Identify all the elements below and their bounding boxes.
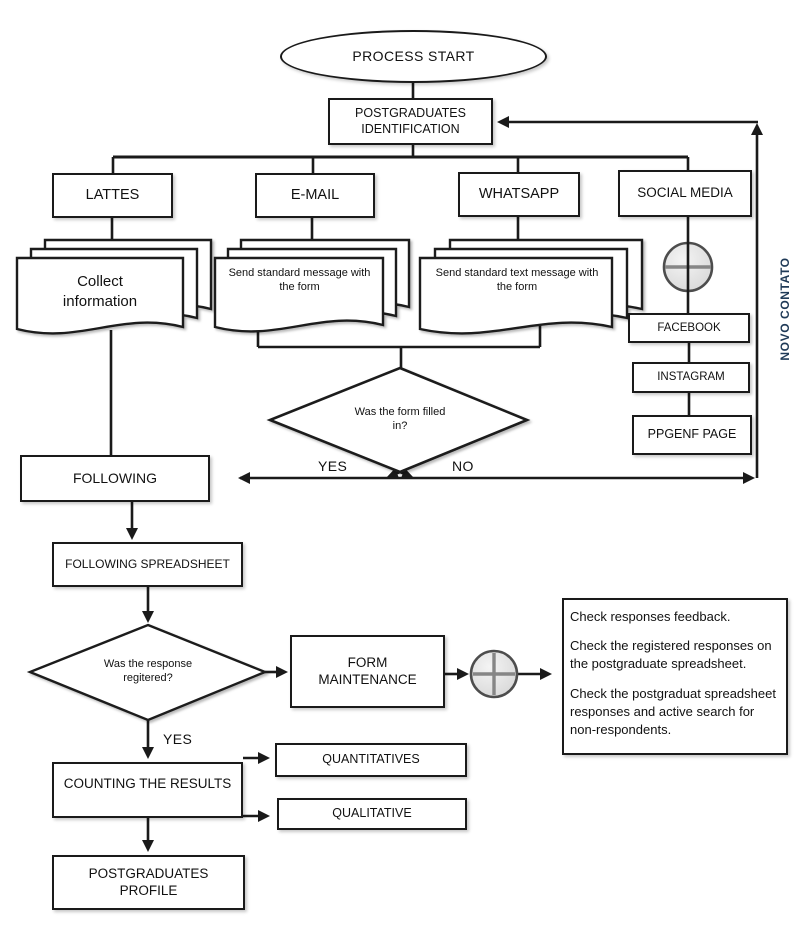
collect-information-label: Collect information xyxy=(62,273,138,310)
email-node: E-MAIL xyxy=(255,173,375,218)
process-start-node: PROCESS START xyxy=(280,30,547,83)
decision-diamonds xyxy=(26,366,531,722)
no-label-1: NO xyxy=(452,458,474,474)
counting-results-node: COUNTING THE RESULTS xyxy=(52,762,243,818)
lattes-node: LATTES xyxy=(52,173,173,218)
instagram-node: INSTAGRAM xyxy=(632,362,750,393)
following-label: FOLLOWING xyxy=(72,469,157,486)
check-note-3: Check the postgraduat spreadsheet respon… xyxy=(570,685,776,737)
lattes-label: LATTES xyxy=(85,187,140,204)
quantitatives-node: QUANTITATIVES xyxy=(275,743,467,777)
ppgenf-page-node: PPGENF PAGE xyxy=(632,415,752,455)
following-node: FOLLOWING xyxy=(20,455,210,502)
send-standard-message-label: Send standard message with the form xyxy=(228,267,371,294)
quantitatives-label: QUANTITATIVES xyxy=(322,752,420,767)
facebook-label: FACEBOOK xyxy=(657,321,721,334)
yes-label-1: YES xyxy=(318,458,348,474)
following-spreadsheet-label: FOLLOWING SPREADSHEET xyxy=(65,557,230,571)
email-document-stack xyxy=(213,238,411,333)
following-spreadsheet-node: FOLLOWING SPREADSHEET xyxy=(52,542,243,587)
counting-results-label: COUNTING THE RESULTS xyxy=(63,776,232,791)
email-label: E-MAIL xyxy=(290,187,340,204)
social-media-label: SOCIAL MEDIA xyxy=(637,185,733,201)
social-media-node: SOCIAL MEDIA xyxy=(618,170,752,217)
form-filled-question-label: Was the form filled in? xyxy=(354,406,446,433)
instagram-label: INSTAGRAM xyxy=(657,371,725,384)
process-start-label: PROCESS START xyxy=(352,47,475,64)
whatsapp-document-stack xyxy=(418,238,644,335)
check-note-1: Check responses feedback. xyxy=(570,609,731,624)
collect-information-document-stack xyxy=(15,238,213,335)
postgraduates-identification-label: POSTGRADUATES IDENTIFICATION xyxy=(355,105,466,136)
facebook-node: FACEBOOK xyxy=(628,313,750,343)
response-registered-decision-shape xyxy=(26,623,269,722)
form-maintenance-label: FORM MAINTENANCE xyxy=(318,654,417,687)
postgraduates-profile-label: POSTGRADUATES PROFILE xyxy=(88,865,209,898)
form-filled-decision-shape xyxy=(266,366,531,474)
send-standard-text-label: Send standard text message with the form xyxy=(435,267,599,294)
whatsapp-node: WHATSAPP xyxy=(458,172,580,217)
postgraduates-identification-node: POSTGRADUATES IDENTIFICATION xyxy=(328,98,493,145)
qualitative-label: QUALITATIVE xyxy=(332,806,412,821)
ppgenf-page-label: PPGENF PAGE xyxy=(647,427,737,442)
arrowheads xyxy=(126,116,763,852)
yes-label-2: YES xyxy=(163,731,193,747)
social-media-connector-symbol xyxy=(662,217,714,313)
form-maintenance-connector-symbol xyxy=(469,649,519,699)
novo-contato-label: NOVO CONTATO xyxy=(778,257,792,361)
whatsapp-label: WHATSAPP xyxy=(478,186,560,203)
qualitative-node: QUALITATIVE xyxy=(277,798,467,830)
form-maintenance-node: FORM MAINTENANCE xyxy=(290,635,445,708)
postgraduates-profile-node: POSTGRADUATES PROFILE xyxy=(52,855,245,910)
check-notes-block: Check responses feedback. Check the regi… xyxy=(562,598,788,755)
check-note-2: Check the registered responses on the po… xyxy=(570,638,772,672)
response-registered-question-label: Was the response regitered? xyxy=(103,658,193,685)
